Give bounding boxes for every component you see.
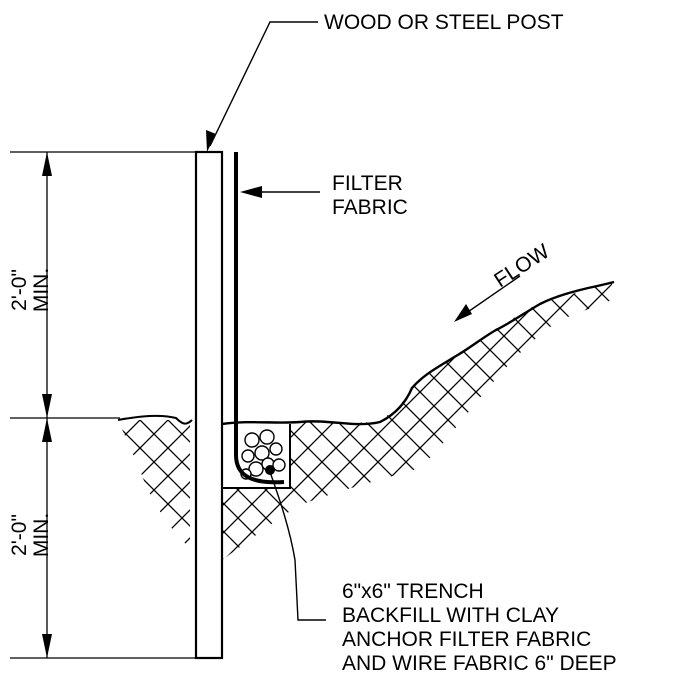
slope-surface-line (221, 280, 615, 426)
trench-note-leader (269, 471, 326, 621)
post-leader (206, 21, 318, 152)
upper-dimension-note: MIN. (30, 268, 53, 312)
trench-note: 6"x6" TRENCH BACKFILL WITH CLAY ANCHOR F… (342, 580, 617, 675)
trench-backfill-stones (240, 429, 286, 480)
lower-dimension-label: 2'-0" MIN. (8, 513, 53, 557)
post-label: WOOD OR STEEL POST (324, 11, 564, 34)
trench-note-line4: AND WIRE FABRIC 6" DEEP (342, 652, 617, 675)
upper-dimension-value: 2'-0" (8, 269, 31, 311)
trench-note-line3: ANCHOR FILTER FABRIC (342, 628, 591, 651)
filter-fabric-label-line1: FILTER (332, 172, 403, 195)
trench-note-line1: 6"x6" TRENCH (342, 580, 484, 603)
wire-fabric-anchor-dot (265, 465, 275, 475)
trench-note-line2: BACKFILL WITH CLAY (342, 604, 559, 627)
soil-hatching-left (118, 420, 190, 548)
upper-dimension-label: 2'-0" MIN. (8, 268, 53, 312)
dimension-lines (10, 151, 196, 659)
filter-fabric-anchor-bend (234, 152, 285, 485)
wood-or-steel-post (194, 150, 224, 660)
filter-fabric-label-line2: FABRIC (332, 196, 408, 219)
lower-dimension-note: MIN. (30, 513, 53, 557)
filter-fabric-leader (240, 186, 320, 198)
flow-label: FLOW (490, 240, 554, 292)
soil-hatching-right (222, 282, 612, 560)
lower-dimension-value: 2'-0" (8, 514, 31, 556)
dimension-arrowheads (42, 152, 52, 658)
ground-surface-line (117, 414, 193, 425)
flow-arrow (454, 275, 521, 322)
